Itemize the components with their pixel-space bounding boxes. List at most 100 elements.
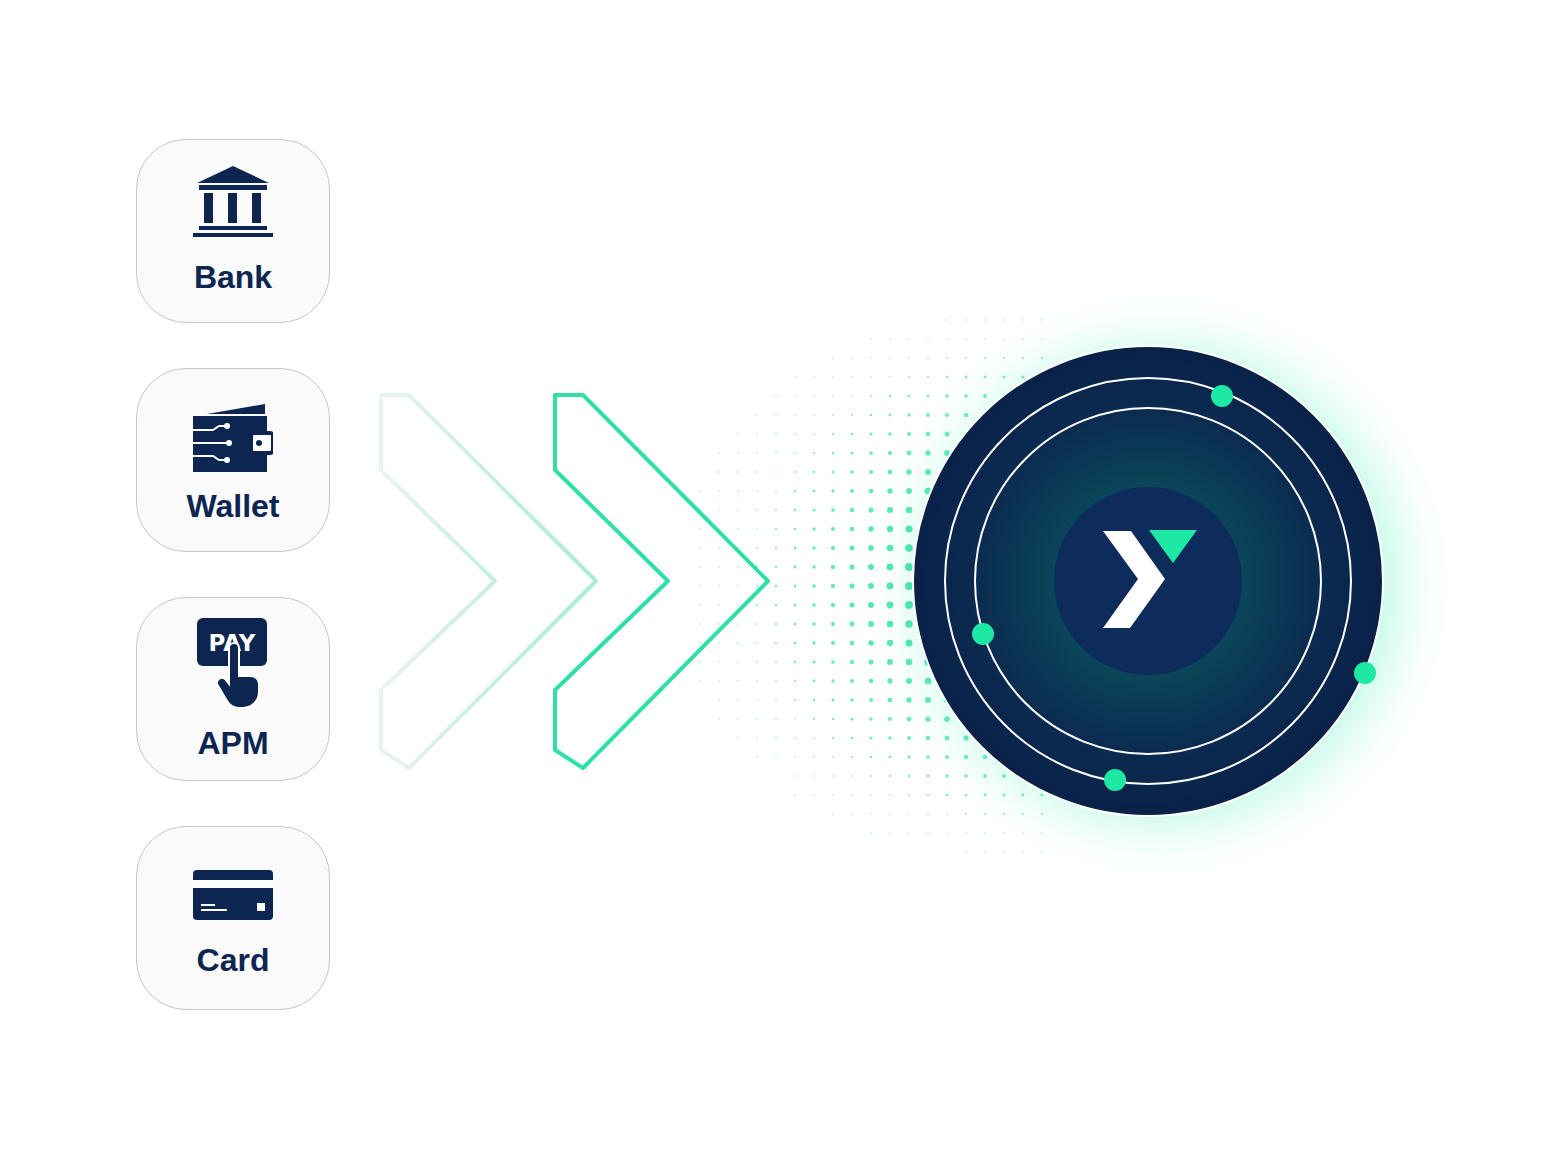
orbit-dot (1354, 662, 1376, 684)
halftone-dot (775, 718, 777, 720)
halftone-dot (905, 563, 913, 571)
halftone-dot (812, 584, 816, 588)
halftone-dot (889, 414, 892, 417)
halftone-dot (813, 490, 816, 493)
halftone-dot (870, 357, 872, 359)
orbit-dot (1211, 385, 1233, 407)
halftone-dot (965, 357, 967, 359)
halftone-dot (812, 565, 816, 569)
halftone-dot (984, 338, 986, 340)
halftone-dot (868, 621, 874, 627)
halftone-dot (718, 604, 720, 606)
halftone-dot (870, 775, 872, 777)
halftone-dot (945, 432, 950, 437)
halftone-dot (832, 433, 834, 435)
halftone-dot (868, 640, 873, 645)
halftone-dot (1022, 851, 1024, 853)
halftone-dot (699, 623, 701, 625)
halftone-dot (794, 471, 796, 473)
halftone-dot (794, 452, 796, 454)
halftone-dot (832, 794, 834, 796)
halftone-dot (831, 679, 834, 682)
halftone-dot (813, 414, 815, 416)
halftone-dot (832, 414, 834, 416)
halftone-dot (849, 602, 854, 607)
halftone-dot (964, 394, 968, 398)
halftone-dot (925, 678, 932, 685)
halftone-dot (965, 832, 967, 834)
halftone-dot (868, 526, 874, 532)
halftone-dot (737, 566, 739, 568)
halftone-dot (737, 737, 739, 739)
halftone-dot (756, 642, 758, 644)
halftone-dot (926, 755, 930, 759)
halftone-dot (831, 584, 835, 588)
halftone-dot (964, 774, 968, 778)
halftone-dot (964, 755, 968, 759)
box-label: Wallet (137, 487, 329, 525)
halftone-dot (775, 756, 777, 758)
halftone-dot (1041, 338, 1043, 340)
halftone-dot (737, 452, 739, 454)
halftone-dot (907, 451, 912, 456)
halftone-dot (699, 680, 701, 682)
halftone-dot (812, 527, 815, 530)
halftone-dot (718, 547, 720, 549)
halftone-dot (756, 433, 758, 435)
halftone-dot (832, 775, 834, 777)
halftone-dot (983, 755, 988, 760)
halftone-dot (907, 413, 910, 416)
halftone-dot (984, 357, 986, 359)
halftone-dot (775, 395, 777, 397)
halftone-dot (699, 642, 701, 644)
halftone-dot (889, 395, 891, 397)
logo-chevron (1103, 531, 1165, 628)
halftone-dot (946, 338, 948, 340)
halftone-dot (813, 718, 815, 720)
halftone-dot (794, 547, 797, 550)
halftone-dot (1041, 832, 1043, 834)
halftone-dot (946, 357, 948, 359)
halftone-dot (832, 813, 834, 815)
halftone-dot (905, 620, 913, 628)
halftone-dot (887, 526, 893, 532)
halftone-dot (907, 717, 912, 722)
halftone-dot (813, 699, 815, 701)
halftone-dot (850, 546, 855, 551)
halftone-dot (851, 433, 854, 436)
halftone-dot (718, 490, 720, 492)
logo-triangle (1149, 530, 1197, 563)
halftone-dot (905, 601, 913, 609)
halftone-dot (889, 357, 891, 359)
halftone-dot (927, 357, 929, 359)
halftone-dot (965, 794, 968, 797)
halftone-dot (1022, 319, 1024, 321)
halftone-dot (699, 566, 701, 568)
halftone-dot (718, 642, 720, 644)
halftone-dot (946, 794, 948, 796)
halftone-dot (868, 602, 874, 608)
halftone-dot (926, 413, 930, 417)
halftone-dot (775, 490, 777, 492)
orbit-ring (975, 408, 1321, 754)
halftone-dot (699, 528, 701, 530)
halftone-dot (888, 736, 892, 740)
halftone-dot (889, 832, 891, 834)
halftone-dot (850, 622, 855, 627)
halftone-dot (945, 736, 950, 741)
halftone-dot (737, 509, 739, 511)
halftone-dot (737, 680, 739, 682)
halftone-dot (1021, 375, 1024, 378)
halftone-dot (907, 432, 911, 436)
halftone-dot (1041, 813, 1043, 815)
halftone-dot (927, 813, 929, 815)
halftone-dot (851, 775, 853, 777)
halftone-dot (906, 488, 912, 494)
box-label: Bank (137, 258, 329, 296)
halftone-dot (831, 508, 835, 512)
halftone-dot (699, 547, 701, 549)
halftone-dot (908, 376, 910, 378)
halftone-dot (889, 338, 891, 340)
halftone-dot (1022, 832, 1024, 834)
halftone-dot (887, 659, 893, 665)
